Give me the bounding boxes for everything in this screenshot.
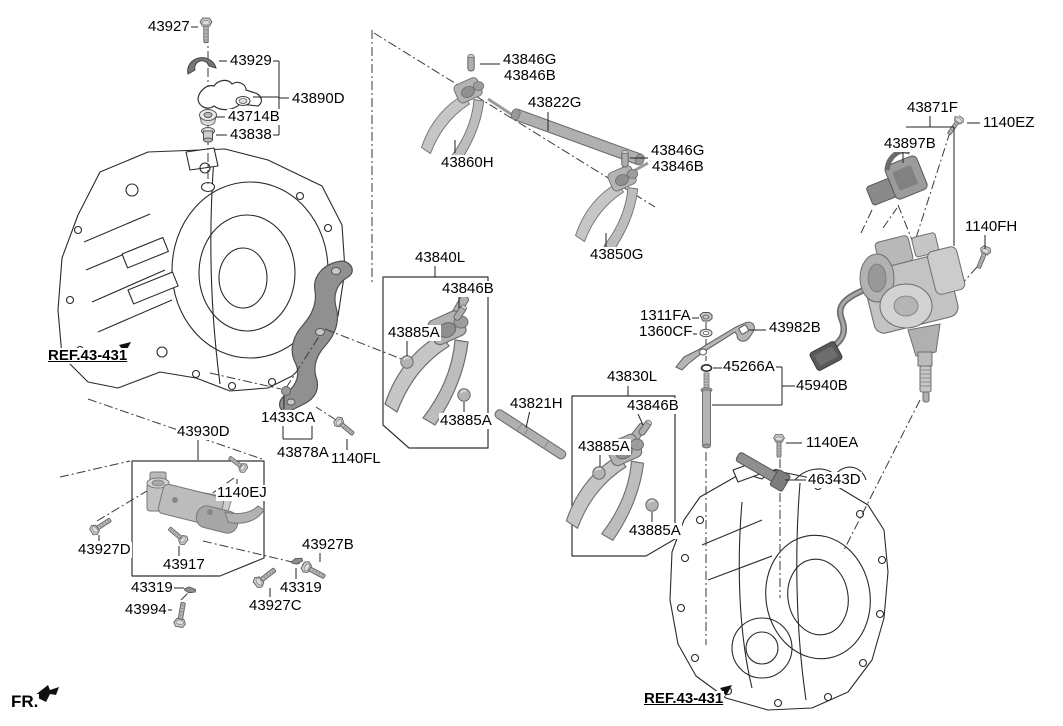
part-label-43319-1: 43319 <box>130 579 174 596</box>
part-label-43822g: 43822G <box>527 94 583 111</box>
part-label-43871f: 43871F <box>906 99 959 116</box>
ref-arrow-right-icon <box>720 685 732 696</box>
part-label-43890d: 43890D <box>291 90 346 107</box>
part-label-1433ca: 1433CA <box>260 409 317 426</box>
pin-43846-2 <box>621 149 629 168</box>
fork-rail-cluster <box>421 53 649 252</box>
clamp-43929 <box>187 57 217 75</box>
pin-43846-1 <box>467 53 475 72</box>
part-label-1140fl: 1140FL <box>330 450 382 467</box>
part-label-43917: 43917 <box>162 556 206 573</box>
pin-43319-2 <box>290 556 304 566</box>
part-label-43821h: 43821H <box>509 395 564 412</box>
part-label-43885a-1: 43885A <box>387 324 441 341</box>
part-label-43927: 43927 <box>147 18 191 35</box>
pin-1433ca <box>281 386 291 396</box>
part-label-43930d: 43930D <box>176 423 231 440</box>
bolt-1140ez <box>944 113 966 138</box>
part-label-43846b-1: 43846B <box>503 67 557 84</box>
left-transmission-case <box>57 147 346 392</box>
group-box-43930d <box>131 460 265 577</box>
part-label-43885a-2: 43885A <box>439 412 493 429</box>
shift-lever-cluster <box>675 312 755 449</box>
part-label-1140ez: 1140EZ <box>982 114 1036 131</box>
ball-43885a-4 <box>645 498 659 512</box>
ball-43885a-2 <box>457 388 471 402</box>
bolt-43927 <box>199 17 213 44</box>
shift-fork-43860h <box>421 75 485 164</box>
bolt-1140fh <box>973 244 993 271</box>
part-label-43994: 43994 <box>124 601 168 618</box>
bolt-1140ea <box>773 434 785 458</box>
part-label-43840l: 43840L <box>414 249 467 266</box>
part-label-43846g-1: 43846G <box>502 51 558 68</box>
part-label-43927b: 43927B <box>301 536 355 553</box>
bolt-43927c <box>251 564 279 590</box>
part-label-43885a-4: 43885A <box>628 522 682 539</box>
part-label-46343d: 46343D <box>807 471 862 488</box>
part-label-43878a: 43878A <box>276 444 330 461</box>
bolt-43994 <box>172 601 190 629</box>
shift-rail-43821h <box>494 409 567 460</box>
ref-link-43-431-left[interactable]: REF.43-431 <box>47 347 129 364</box>
part-label-43846b-4: 43846B <box>626 397 680 414</box>
shift-rail-43822g <box>510 108 645 166</box>
pin-43319-1 <box>183 585 197 595</box>
ref-arrow-left-icon <box>119 342 131 353</box>
part-label-45266a: 45266A <box>722 358 776 375</box>
ref-link-43-431-right[interactable]: REF.43-431 <box>643 690 725 707</box>
sensor-43897b <box>866 148 928 206</box>
part-label-43846b-2: 43846B <box>651 158 705 175</box>
part-label-43838: 43838 <box>229 126 273 143</box>
fork-assembly-43840l <box>384 294 471 426</box>
bracket-46343d <box>735 452 791 492</box>
lever-eye <box>738 324 749 335</box>
control-shaft-45940b <box>700 372 713 449</box>
part-label-1140fh: 1140FH <box>964 218 1019 235</box>
part-label-43927d: 43927D <box>77 541 132 558</box>
harness-connector <box>809 341 843 371</box>
shift-actuator-43871f <box>809 148 966 403</box>
shift-actuator-43930d <box>146 471 265 534</box>
part-label-43846b-3: 43846B <box>441 280 495 297</box>
right-transmission-case <box>669 461 889 711</box>
part-label-43927c: 43927C <box>248 597 303 614</box>
bolt-43917 <box>165 523 190 547</box>
part-label-1140ej: 1140EJ <box>216 484 268 501</box>
part-label-43929: 43929 <box>229 52 273 69</box>
bolt-1140fl <box>331 414 358 439</box>
part-label-45940b: 45940B <box>795 377 849 394</box>
part-label-1140ea: 1140EA <box>805 434 860 451</box>
part-label-43850g: 43850G <box>589 246 645 263</box>
bolt-1140ej <box>225 453 250 475</box>
grouping-boxes <box>131 276 676 577</box>
bracket-43890d <box>197 79 262 111</box>
nut-1311fa <box>699 312 713 322</box>
part-label-43982b: 43982B <box>768 319 822 336</box>
part-label-43897b: 43897B <box>883 135 937 152</box>
fr-direction-arrow-icon <box>34 685 59 702</box>
group-box-43840l <box>382 276 489 449</box>
part-label-43860h: 43860H <box>440 154 495 171</box>
bracket-cluster-43890d <box>187 17 262 143</box>
part-label-1311fa: 1311FA <box>639 307 692 324</box>
oring-45266a <box>700 363 713 372</box>
part-label-43319-2: 43319 <box>279 579 323 596</box>
part-label-43830l: 43830L <box>606 368 659 385</box>
ball-43885a-3 <box>592 466 606 480</box>
group-box-43830l <box>571 395 676 557</box>
part-label-43714b: 43714B <box>227 108 281 125</box>
ball-43885a-1 <box>400 355 414 369</box>
part-label-43846g-2: 43846G <box>650 142 706 159</box>
part-label-1360cf: 1360CF <box>638 323 694 340</box>
fr-direction-label: FR. <box>10 692 40 711</box>
part-label-43885a-3: 43885A <box>577 438 631 455</box>
